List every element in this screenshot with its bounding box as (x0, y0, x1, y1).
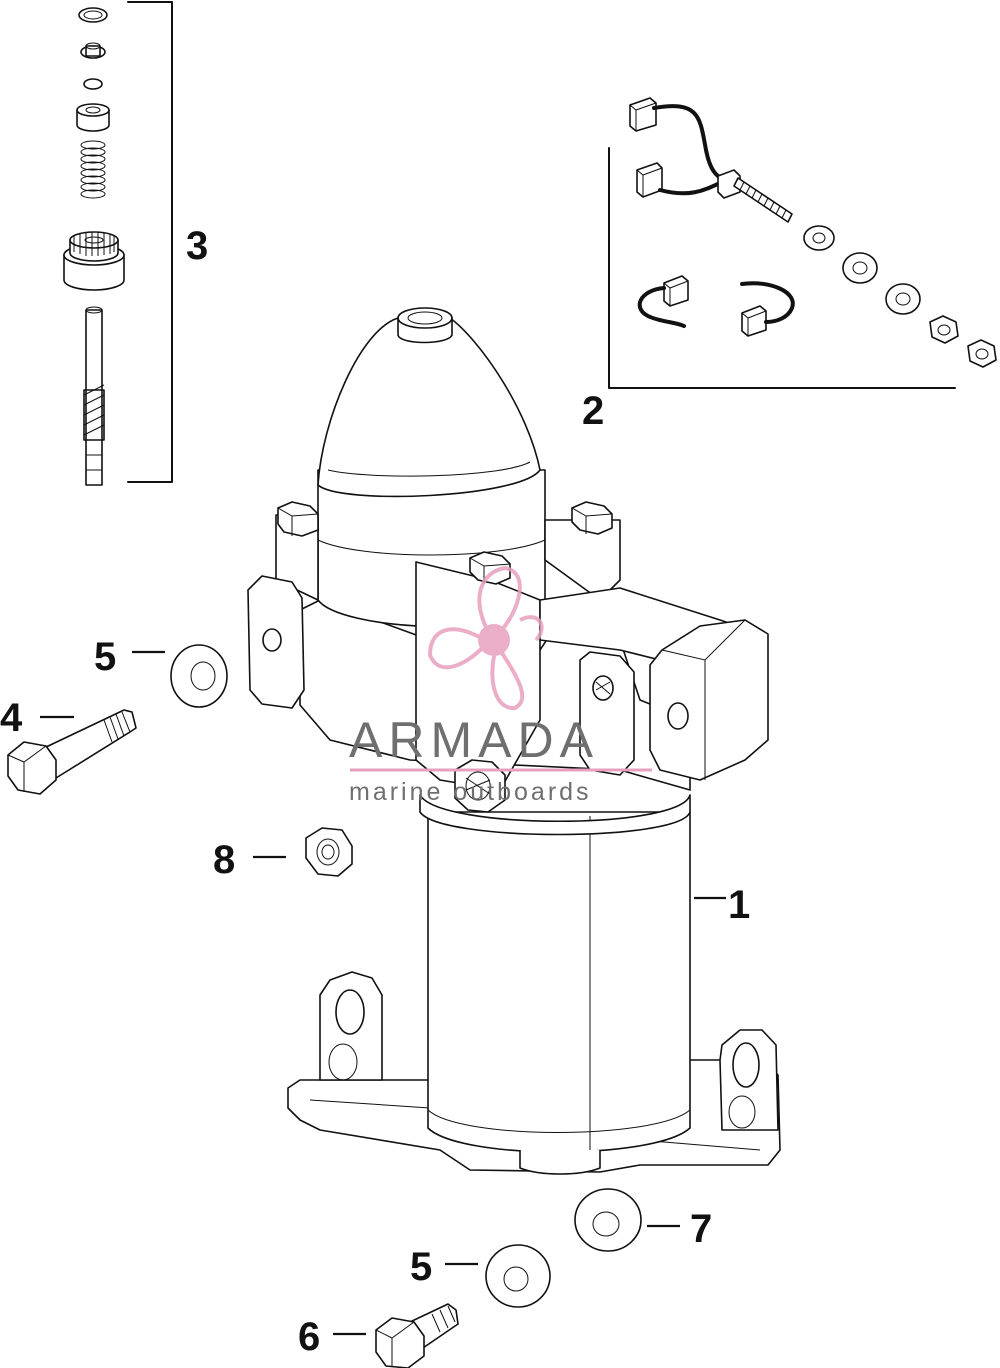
callout-4: 4 (0, 696, 23, 740)
drive-kit-icon (63, 1, 173, 486)
watermark-title: ARMADA (349, 712, 599, 768)
bolt-icon (7, 709, 137, 795)
callout-6: 6 (298, 1315, 320, 1359)
callout-2: 2 (582, 389, 604, 433)
washer-icon (485, 1244, 551, 1308)
watermark-subtitle: marine outboards (349, 778, 592, 806)
callout-5-upper: 5 (94, 635, 116, 679)
callout-7: 7 (690, 1207, 712, 1251)
brush-kit-icon (608, 97, 997, 389)
callout-5-lower: 5 (410, 1245, 432, 1289)
lock-nut-icon (305, 827, 353, 877)
propeller-logo-icon (427, 565, 544, 710)
bolt-icon (375, 1303, 459, 1368)
callout-1: 1 (728, 883, 750, 927)
callout-3: 3 (186, 224, 208, 268)
callout-8: 8 (213, 838, 235, 882)
washer-icon (574, 1188, 642, 1252)
washer-icon (170, 644, 228, 708)
